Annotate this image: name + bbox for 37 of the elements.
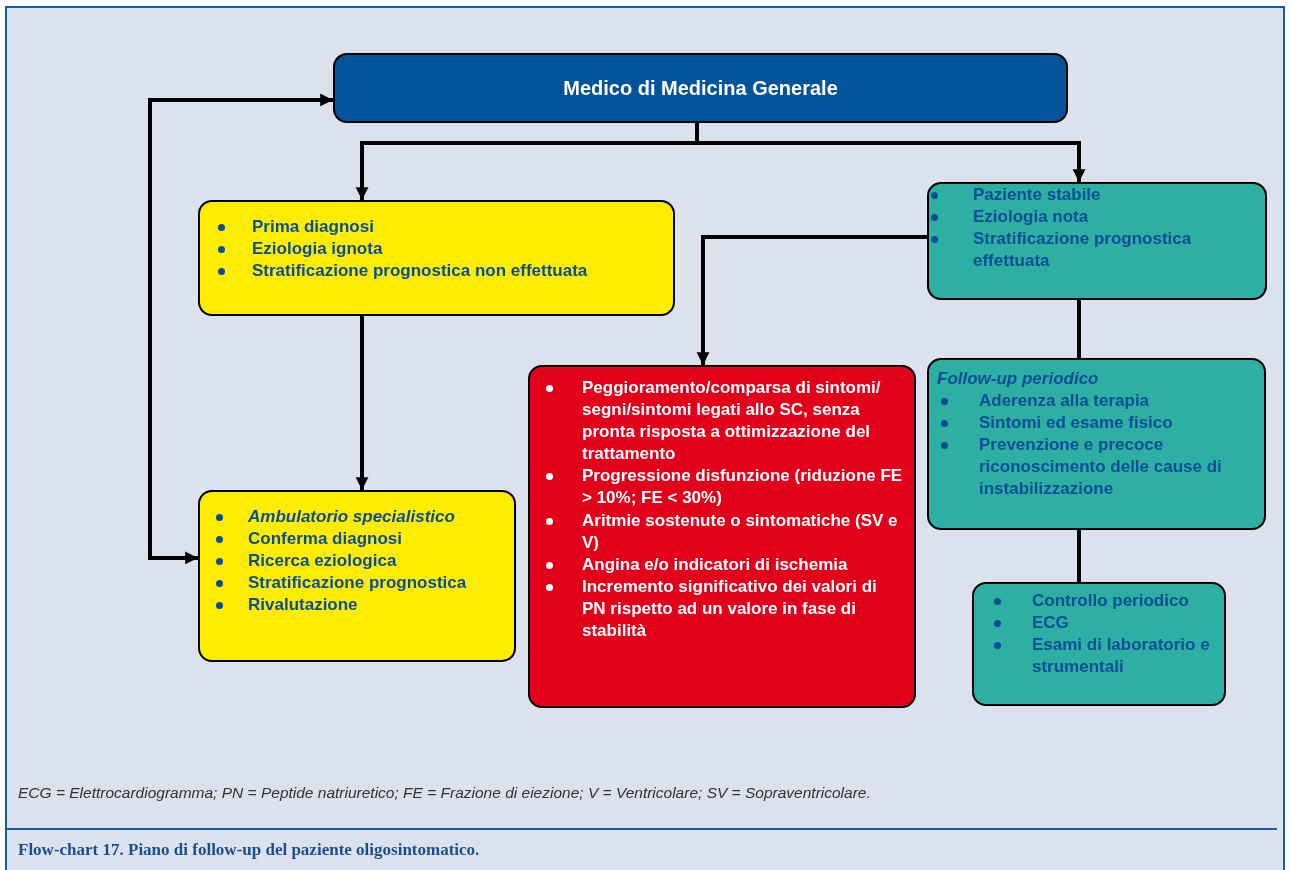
process-box — [972, 582, 1226, 706]
list-item: Peggioramento/comparsa di sintomi/ segni/sintomi legati allo SC, senza pronta risposta a ottimizzazione del trattamento — [582, 378, 881, 464]
list-item: Rivalutazione — [248, 595, 358, 615]
arrow — [695, 123, 1086, 182]
process-box — [927, 182, 1267, 300]
process-box — [333, 53, 1068, 123]
list-item: Stratificazione prognostica — [248, 573, 467, 593]
list-item: ECG — [1032, 613, 1069, 633]
list-item: Eziologia ignota — [252, 239, 383, 259]
process-box — [927, 358, 1266, 530]
list-item: Ambulatorio specialistico — [248, 507, 455, 526]
list-item: Stratificazione prognostica effettuata — [973, 229, 1192, 271]
list-item: Controllo periodico — [1032, 591, 1189, 610]
list-item: Prevenzione e precoce riconoscimento delle cause di instabilizzazione — [979, 435, 1222, 499]
list-item: Conferma diagnosi — [248, 529, 402, 549]
list-item: Esami di laboratorio e strumentali — [1032, 635, 1210, 677]
list-item: Stratificazione prognostica non effettuata — [252, 261, 588, 281]
list-item: Incremento significativo dei valori di PN rispetto ad un valore in fase di stabilità — [582, 576, 877, 641]
arrow — [148, 93, 333, 565]
list-item: Aderenza alla terapia — [979, 391, 1150, 411]
footnote: ECG = Elettrocardiogramma; PN = Peptide natriuretico; FE = Frazione di eiezione; V = Ventricolare; SV = Sopraventricolare. — [18, 784, 871, 802]
alert-box — [528, 365, 916, 708]
arrow — [355, 316, 369, 490]
list-item: Progressione disfunzione (riduzione FE > 10%; FE < 30%) — [582, 466, 903, 508]
process-box — [198, 200, 675, 316]
arrow — [696, 235, 927, 365]
list-item: Aritmie sostenute o sintomatiche (SV e V) — [582, 510, 898, 552]
box-heading: Follow-up periodico — [937, 369, 1099, 388]
box-title: Medico di Medicina Generale — [563, 76, 838, 101]
caption: Flow-chart 17. Piano di follow-up del paziente oligosintomatico. — [18, 840, 480, 860]
list-item: Prima diagnosi — [252, 217, 374, 236]
process-box — [198, 490, 516, 662]
list-item: Sintomi ed esame fisico — [979, 413, 1173, 433]
list-item: Eziologia nota — [973, 207, 1089, 227]
list-item: Ricerca eziologica — [248, 551, 397, 571]
list-item: Angina e/o indicatori di ischemia — [582, 554, 848, 574]
list-item: Paziente stabile — [973, 185, 1101, 204]
